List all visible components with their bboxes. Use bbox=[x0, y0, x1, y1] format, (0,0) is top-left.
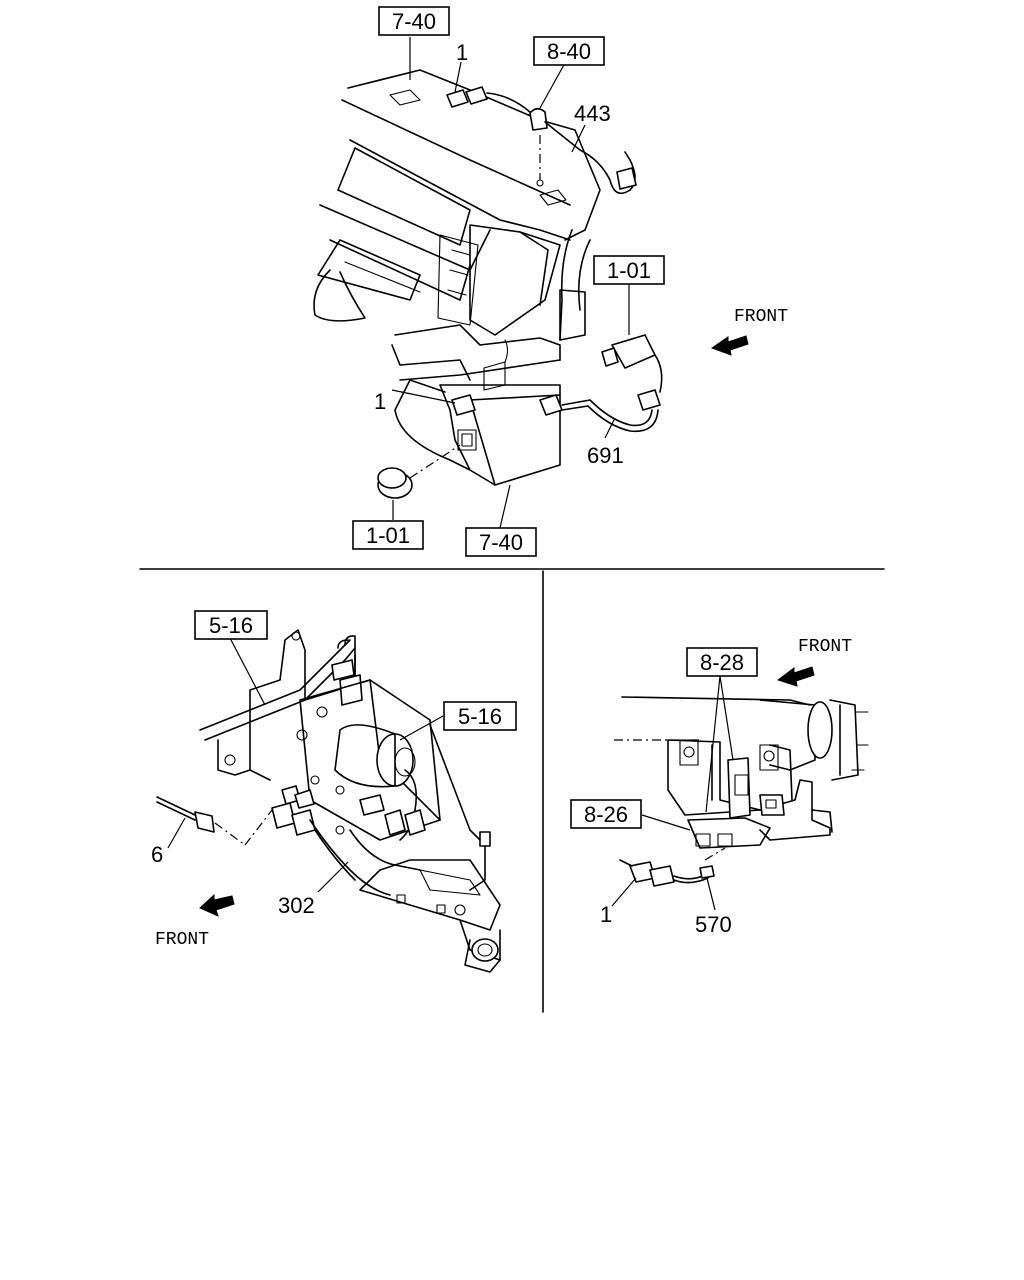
part-number-1-left: 1 bbox=[374, 389, 386, 414]
top-harness-parts bbox=[377, 86, 663, 499]
ref-box-bl-5-16-top: 5-16 bbox=[194, 610, 268, 640]
bottom-left-mechanism-illustration bbox=[156, 629, 501, 973]
part-number-6: 6 bbox=[151, 842, 163, 867]
ref-box-bl-5-16-right: 5-16 bbox=[443, 701, 517, 731]
ref-box-label: 8-26 bbox=[584, 802, 628, 827]
front-arrow-icon bbox=[710, 335, 749, 356]
ref-box-label: 1-01 bbox=[607, 258, 651, 283]
front-arrow-icon bbox=[776, 666, 815, 687]
ref-box-label: 5-16 bbox=[458, 704, 502, 729]
front-arrow-icon bbox=[199, 893, 235, 917]
connector-691-end bbox=[637, 389, 661, 411]
front-direction-label: FRONT bbox=[734, 307, 788, 327]
top-dashboard-illustration bbox=[313, 69, 601, 486]
ref-box-label: 7-40 bbox=[392, 9, 436, 34]
part-number-302: 302 bbox=[278, 893, 315, 918]
connector-6 bbox=[194, 811, 215, 833]
part-number-443: 443 bbox=[574, 101, 611, 126]
ref-box-br-8-28: 8-28 bbox=[686, 647, 758, 677]
part-number-570: 570 bbox=[695, 912, 732, 937]
ref-box-label: 8-40 bbox=[547, 39, 591, 64]
connector-1-top bbox=[446, 89, 469, 108]
ref-box-label: 5-16 bbox=[209, 613, 253, 638]
ref-box-label: 7-40 bbox=[479, 530, 523, 555]
ref-box-top-1-01-bottom: 1-01 bbox=[352, 520, 424, 550]
part-number-1-br: 1 bbox=[600, 902, 612, 927]
front-direction-label: FRONT bbox=[798, 637, 852, 657]
ref-box-label: 1-01 bbox=[366, 523, 410, 548]
part-number-691: 691 bbox=[587, 443, 624, 468]
ref-box-top-7-40: 7-40 bbox=[378, 6, 450, 36]
ref-box-top-7-40-bottom: 7-40 bbox=[465, 527, 537, 557]
connector-1-left bbox=[451, 394, 476, 416]
connector-691 bbox=[539, 394, 563, 416]
connector-443 bbox=[616, 167, 637, 190]
ref-box-top-8-40: 8-40 bbox=[533, 36, 605, 66]
bulb-socket-icon bbox=[529, 107, 548, 131]
part-number-1-top: 1 bbox=[456, 40, 468, 65]
ref-box-br-8-26: 8-26 bbox=[570, 799, 642, 829]
switch-1-01 bbox=[611, 334, 656, 369]
front-direction-label: FRONT bbox=[155, 930, 209, 950]
bottom-right-assembly-illustration bbox=[614, 696, 869, 887]
connector-1-top-mate bbox=[465, 86, 488, 105]
ref-box-top-1-01-right: 1-01 bbox=[593, 255, 665, 285]
ref-box-label: 8-28 bbox=[700, 650, 744, 675]
